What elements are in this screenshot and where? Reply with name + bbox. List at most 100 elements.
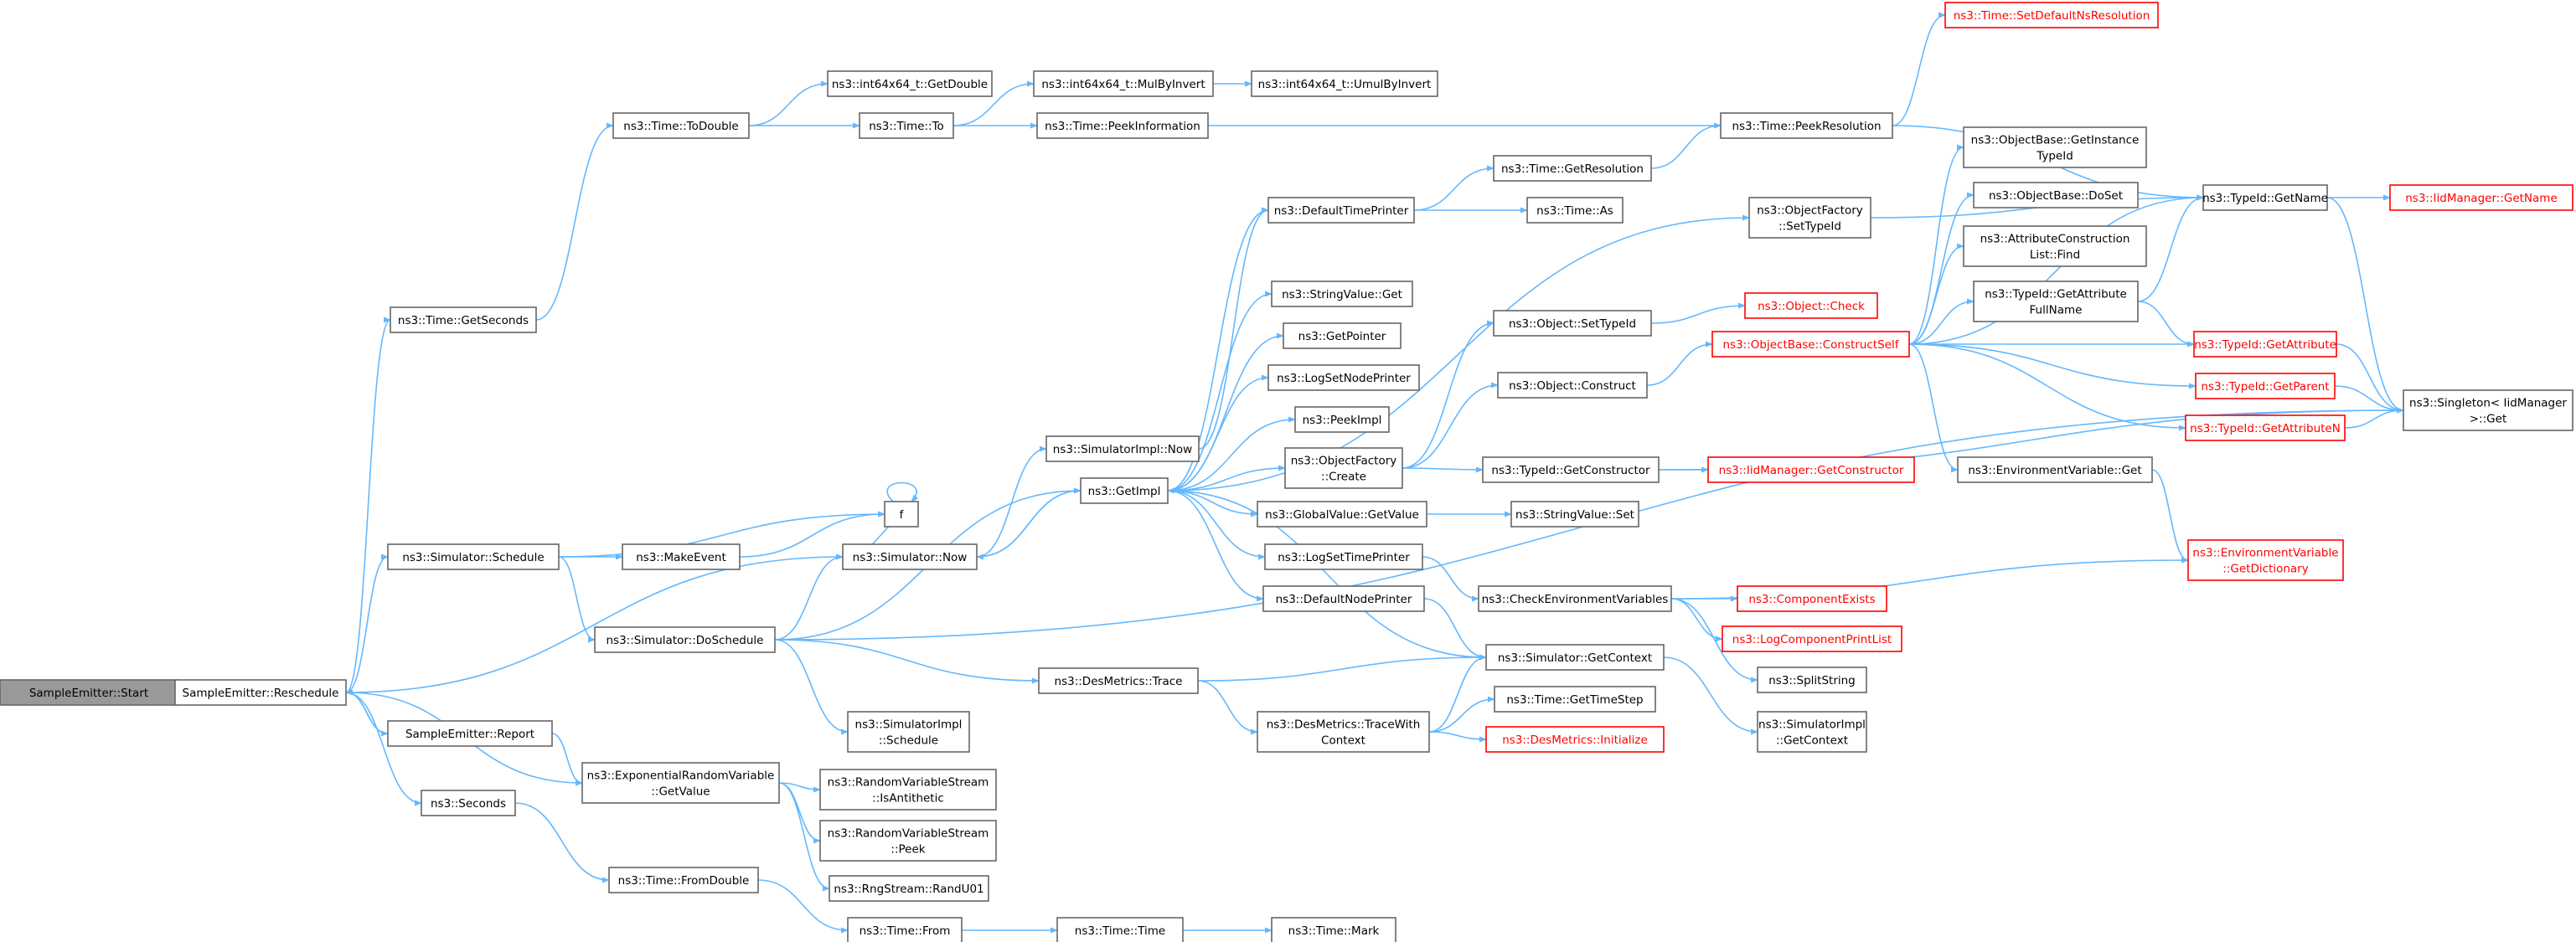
graph-node-n35[interactable]: ns3::GetPointer — [1283, 322, 1402, 349]
edge-n3-n2 — [345, 689, 389, 734]
graph-node-n57[interactable]: ns3::SplitString — [1757, 667, 1867, 693]
graph-node-n64[interactable]: ns3::TypeId::GetName — [2202, 184, 2328, 211]
node-label: ns3::Time::Time — [1075, 924, 1165, 938]
graph-node-n70[interactable]: ns3::Singleton< IidManager>::Get — [2403, 389, 2573, 431]
edge-n22-n36 — [1167, 374, 1269, 492]
graph-node-n9[interactable]: ns3::Time::ToDouble — [612, 112, 750, 139]
graph-node-n27[interactable]: ns3::RngStream::RandU01 — [829, 875, 989, 902]
graph-node-n13[interactable]: ns3::int64x64_t::UmulByInvert — [1251, 70, 1438, 97]
graph-node-n68[interactable]: ns3::EnvironmentVariable::GetDictionary — [2187, 539, 2344, 581]
node-label: ::IsAntithetic — [872, 792, 944, 806]
graph-node-n18[interactable]: ns3::MakeEvent — [622, 543, 741, 570]
graph-node-n6[interactable]: ns3::Simulator::Schedule — [387, 543, 560, 570]
graph-node-n22[interactable]: ns3::GetImpl — [1080, 477, 1169, 504]
graph-node-n56[interactable]: ns3::LogComponentPrintList — [1722, 625, 1902, 652]
graph-node-n5[interactable]: ns3::Time::GetSeconds — [390, 306, 537, 333]
graph-node-n8[interactable]: ns3::Time::FromDouble — [608, 867, 759, 893]
node-label: TypeId — [2036, 150, 2073, 163]
node-label: ns3::RandomVariableStream — [828, 827, 989, 841]
graph-node-n19[interactable]: ns3::Simulator::Now — [842, 543, 978, 570]
graph-node-n32[interactable]: ns3::Time::GetResolution — [1493, 155, 1652, 182]
node-label: ns3::AttributeConstruction — [1980, 233, 2130, 246]
graph-node-n41[interactable]: ns3::DefaultNodePrinter — [1262, 585, 1425, 612]
graph-node-n44[interactable]: ns3::Object::SetTypeId — [1493, 310, 1652, 337]
node-box — [1036, 112, 1209, 139]
node-box — [819, 820, 997, 862]
graph-node-n63[interactable]: ns3::EnvironmentVariable::Get — [1957, 456, 2153, 483]
graph-node-n46[interactable]: ns3::TypeId::GetConstructor — [1482, 456, 1660, 483]
graph-node-n54[interactable]: ns3::IidManager::GetConstructor — [1707, 456, 1915, 483]
node-label: ns3::SplitString — [1768, 674, 1856, 687]
graph-node-n25[interactable]: ns3::RandomVariableStream::IsAntithetic — [819, 769, 997, 811]
graph-node-n4[interactable]: ns3::Seconds — [421, 790, 516, 816]
edge-n40-n48 — [1422, 556, 1479, 602]
graph-node-n55[interactable]: ns3::ComponentExists — [1737, 585, 1887, 612]
graph-node-n21[interactable]: ns3::SimulatorImpl::Now — [1045, 435, 1200, 462]
node-box — [1957, 456, 2153, 483]
edge-n53-n59 — [1908, 144, 1964, 345]
edge-n64-n70 — [2326, 197, 2404, 414]
graph-node-n26[interactable]: ns3::RandomVariableStream::Peek — [819, 820, 997, 862]
graph-node-n60[interactable]: ns3::ObjectBase::DoSet — [1973, 182, 2139, 208]
edge-n41-n49 — [1423, 598, 1487, 661]
graph-node-n15[interactable]: ns3::Time::PeekResolution — [1720, 112, 1893, 139]
graph-node-n10[interactable]: ns3::int64x64_t::GetDouble — [827, 70, 993, 97]
node-box — [1482, 456, 1660, 483]
graph-node-n3[interactable]: SampleEmitter::Report — [387, 720, 553, 747]
graph-node-n45[interactable]: ns3::Object::Construct — [1497, 372, 1648, 399]
node-box — [1080, 477, 1169, 504]
node-box — [608, 867, 759, 893]
graph-node-n34[interactable]: ns3::StringValue::Get — [1271, 281, 1413, 307]
graph-node-n50[interactable]: ns3::Time::GetTimeStep — [1494, 686, 1656, 713]
graph-node-n49[interactable]: ns3::Simulator::GetContext — [1485, 644, 1665, 671]
graph-node-n43[interactable]: ns3::ObjectFactory::SetTypeId — [1748, 197, 1871, 239]
graph-node-n36[interactable]: ns3::LogSetNodePrinter — [1267, 364, 1420, 391]
graph-node-n66[interactable]: ns3::TypeId::GetParent — [2195, 373, 2336, 399]
graph-node-n58[interactable]: ns3::SimulatorImpl::GetContext — [1757, 711, 1867, 753]
graph-node-n29[interactable]: ns3::Time::Time — [1056, 917, 1184, 942]
node-label: ::SetTypeId — [1778, 220, 1841, 234]
node-label: ns3::Time::PeekResolution — [1732, 120, 1881, 133]
edge-n49-n22 — [1167, 487, 1487, 658]
node-label: ns3::EnvironmentVariable — [2192, 547, 2338, 560]
graph-node-n48[interactable]: ns3::CheckEnvironmentVariables — [1478, 585, 1672, 612]
graph-node-n1[interactable]: SampleEmitter::Start — [0, 679, 178, 706]
graph-node-n16[interactable]: ns3::Time::SetDefaultNsResolution — [1944, 2, 2159, 28]
graph-node-n65[interactable]: ns3::TypeId::GetAttribute — [2193, 331, 2337, 358]
graph-node-n47[interactable]: ns3::StringValue::Set — [1510, 501, 1639, 528]
graph-node-n17[interactable]: f — [884, 501, 919, 528]
edge-n65-n70 — [2336, 343, 2404, 414]
graph-node-n39[interactable]: ns3::GlobalValue::GetValue — [1257, 501, 1427, 528]
graph-node-n33[interactable]: ns3::Time::As — [1526, 197, 1624, 224]
graph-node-n67[interactable]: ns3::TypeId::GetAttributeN — [2185, 414, 2346, 441]
graph-node-n11[interactable]: ns3::Time::To — [859, 112, 954, 139]
graph-node-n7[interactable]: ns3::ExponentialRandomVariable::GetValue — [581, 762, 780, 804]
graph-node-n28[interactable]: ns3::Time::From — [847, 917, 963, 942]
node-box — [1510, 501, 1639, 528]
edge-n5-n9 — [535, 122, 614, 321]
graph-node-n38[interactable]: ns3::ObjectFactory::Create — [1284, 447, 1403, 489]
graph-node-n24[interactable]: ns3::DesMetrics::Trace — [1038, 667, 1199, 694]
graph-node-n31[interactable]: ns3::DefaultTimePrinter — [1267, 197, 1415, 224]
graph-node-n23[interactable]: ns3::SimulatorImpl::Schedule — [847, 711, 970, 753]
graph-node-n52[interactable]: ns3::Object::Check — [1744, 292, 1878, 319]
graph-node-n37[interactable]: ns3::PeekImpl — [1294, 406, 1390, 433]
node-label: ::Create — [1321, 471, 1366, 484]
graph-node-n69[interactable]: ns3::IidManager::GetName — [2389, 184, 2573, 211]
graph-node-n2[interactable]: SampleEmitter::Reschedule — [174, 679, 347, 706]
graph-node-n53[interactable]: ns3::ObjectBase::ConstructSelf — [1711, 331, 1910, 358]
node-label: ns3::ObjectBase::DoSet — [1989, 189, 2123, 203]
graph-node-n40[interactable]: ns3::LogSetTimePrinter — [1264, 543, 1423, 570]
graph-node-n14[interactable]: ns3::Time::PeekInformation — [1036, 112, 1209, 139]
edge-n53-n63 — [1908, 343, 1959, 473]
graph-node-n20[interactable]: ns3::Simulator::DoSchedule — [594, 626, 776, 653]
node-box — [1963, 225, 2147, 267]
graph-node-n30[interactable]: ns3::Time::Mark — [1271, 917, 1396, 942]
graph-node-n51[interactable]: ns3::DesMetrics::Initialize — [1485, 726, 1665, 753]
graph-node-n12[interactable]: ns3::int64x64_t::MulByInvert — [1033, 70, 1214, 97]
